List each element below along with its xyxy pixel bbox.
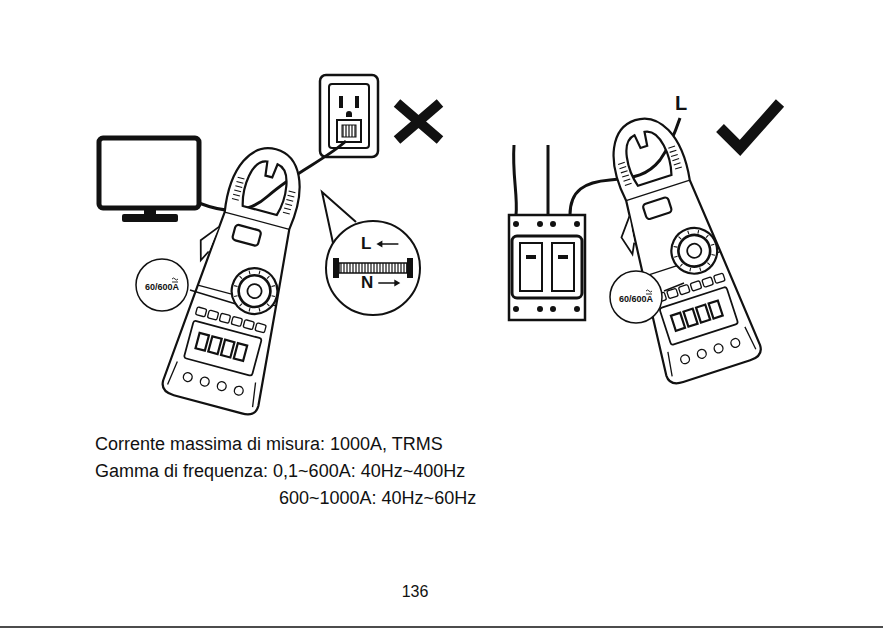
spec-text: 600~1000A: 40Hz~60Hz bbox=[279, 488, 476, 509]
correct-mark bbox=[720, 103, 780, 148]
page-rule bbox=[0, 626, 883, 628]
range-label: 60/600A bbox=[145, 282, 179, 292]
spec-text: Corrente massima di misura: 1000A, TRMS bbox=[95, 434, 443, 455]
range-callout: 60/600A bbox=[609, 270, 663, 324]
wrong-mark bbox=[397, 103, 440, 140]
wall-outlet bbox=[320, 75, 378, 157]
leader-line bbox=[664, 283, 684, 291]
range-label: 60/600A bbox=[619, 294, 653, 304]
line-label: L bbox=[675, 92, 687, 115]
leader-line bbox=[190, 290, 236, 304]
conductor-label: N bbox=[361, 273, 373, 293]
monitor-icon bbox=[99, 138, 199, 222]
zoom-callout: LN bbox=[325, 220, 421, 316]
spec-text: Gamma di frequenza: 0,1~600A: 40Hz~400Hz bbox=[95, 461, 465, 482]
zoom-circle bbox=[325, 220, 421, 316]
range-callout: 60/600A bbox=[135, 258, 189, 312]
clamp-meter bbox=[588, 105, 763, 387]
conductor-label: L bbox=[361, 234, 371, 254]
page-number: 136 bbox=[402, 583, 429, 601]
